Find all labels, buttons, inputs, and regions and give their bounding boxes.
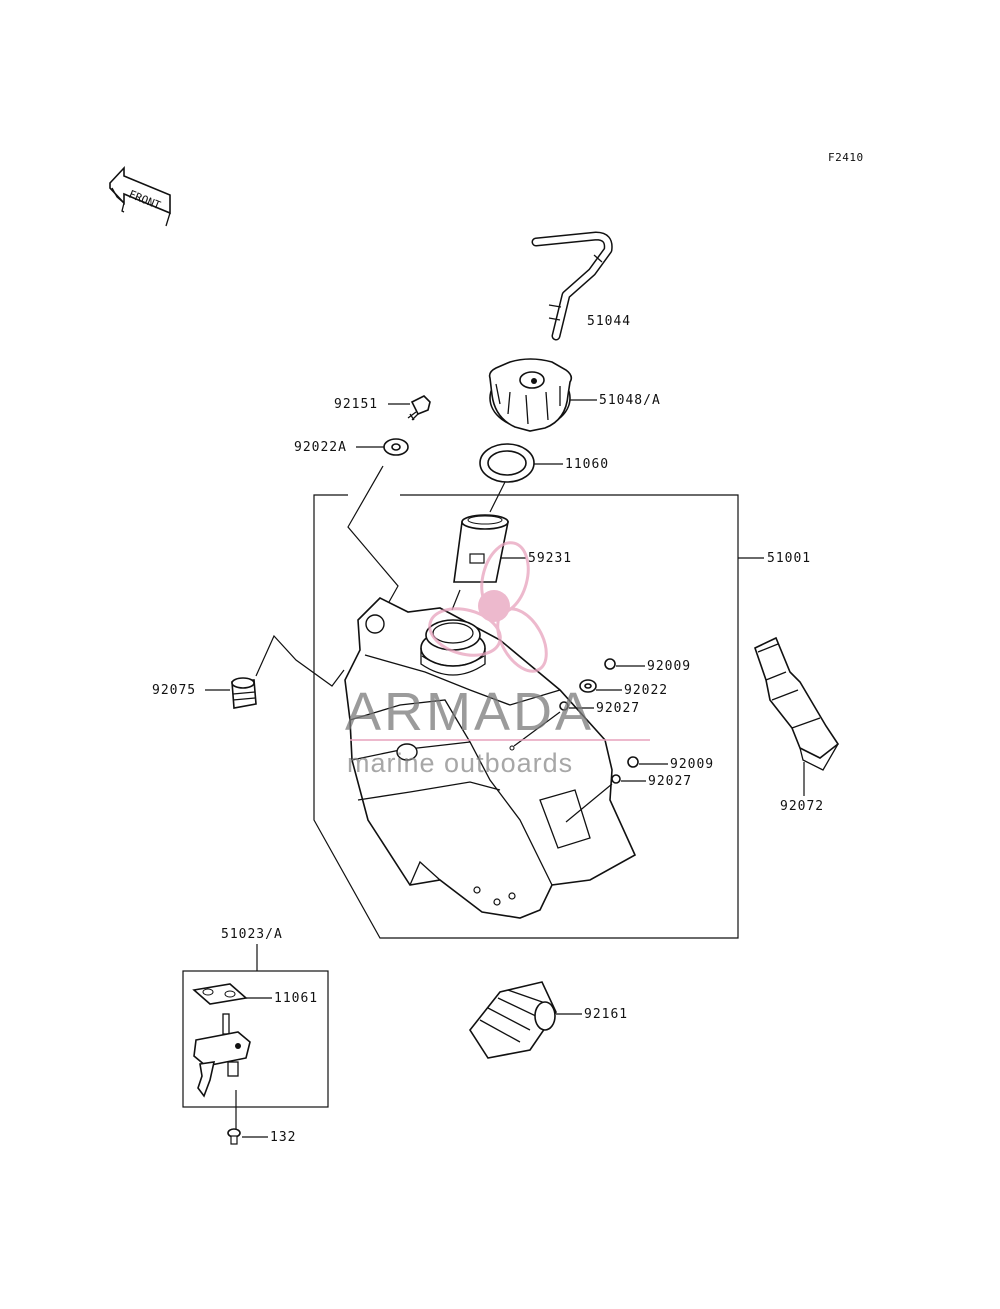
label-11061: 11061 [274, 991, 318, 1006]
label-132: 132 [270, 1130, 296, 1145]
damper-92161 [469, 981, 557, 1059]
label-92022a: 92022A [294, 440, 347, 455]
label-92151: 92151 [334, 397, 378, 412]
fuel-tap-bracket [182, 970, 329, 1108]
gasket-11060 [479, 443, 535, 483]
screw-132 [227, 1128, 241, 1145]
bolt-92151 [407, 395, 431, 421]
nut-92027-upper [559, 701, 569, 711]
label-92027-lower: 92027 [648, 774, 692, 789]
label-92009-upper: 92009 [647, 659, 691, 674]
tank-assembly-bracket [313, 494, 739, 939]
label-92022: 92022 [624, 683, 668, 698]
tap-gasket-11061 [192, 983, 248, 1005]
label-92161: 92161 [584, 1007, 628, 1022]
label-11060: 11060 [565, 457, 609, 472]
watermark-tagline: marine outboards [347, 748, 573, 778]
label-92009-lower: 92009 [670, 757, 714, 772]
grommet-92075 [231, 677, 257, 709]
diagram-code: F2410 [828, 151, 864, 164]
fuel-cap [488, 358, 573, 432]
washer-92022 [579, 679, 597, 693]
front-arrow-icon: FRONT [109, 165, 171, 227]
label-51048a: 51048/A [599, 393, 661, 408]
cap-92009-upper [604, 658, 616, 670]
label-92072: 92072 [780, 799, 824, 814]
label-92075: 92075 [152, 683, 196, 698]
washer-92022a [383, 438, 409, 456]
label-92027-upper: 92027 [596, 701, 640, 716]
watermark-brand: ARMADA [345, 682, 594, 742]
breather-hose [531, 231, 613, 341]
watermark-logo: ARMADA marine outboards [345, 541, 650, 778]
fuel-tap [193, 1013, 251, 1098]
propeller-icon [428, 541, 548, 673]
label-59231: 59231 [528, 551, 572, 566]
label-51044: 51044 [587, 314, 631, 329]
rubber-strap-92072 [754, 636, 840, 771]
fuel-strainer [453, 514, 509, 583]
label-51023a: 51023/A [221, 927, 283, 942]
nut-92027-lower [611, 774, 621, 784]
label-51001: 51001 [767, 551, 811, 566]
cap-92009-lower [627, 756, 639, 768]
